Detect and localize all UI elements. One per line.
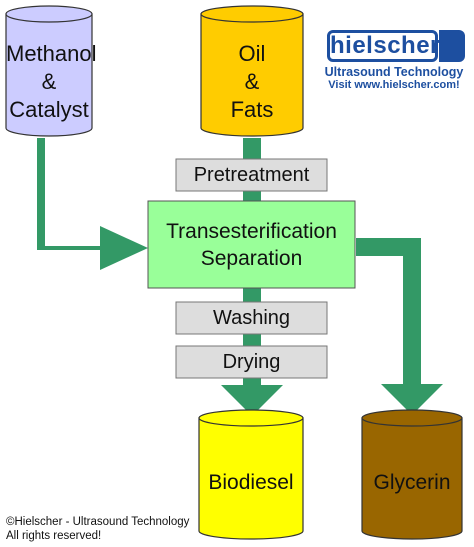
footer-copyright: ©Hielscher - Ultrasound Technology <box>6 516 190 528</box>
glycerin-label: Glycerin <box>373 471 451 494</box>
biodiesel-label: Biodiesel <box>208 471 294 494</box>
cylinder-oil <box>200 5 304 137</box>
cylinder-biodiesel-top <box>198 409 304 427</box>
cylinder-methanol-top <box>5 5 93 23</box>
oil-label: Oil & Fats <box>201 40 303 124</box>
logo-wordmark: hielscher <box>327 30 439 62</box>
methanol-label-line2: & <box>41 69 57 94</box>
pretreatment-label: Pretreatment <box>193 164 310 186</box>
methanol-label-line1: Methanol <box>6 41 97 66</box>
cylinder-methanol-body <box>5 13 93 137</box>
methanol-label: Methanol & Catalyst <box>6 40 97 124</box>
arrow-reaction-to-glycerin <box>356 238 443 415</box>
oil-label-line1: Oil <box>238 41 266 66</box>
hielscher-logo: hielscher Ultrasound Technology Visit ww… <box>321 28 467 92</box>
cylinder-oil-top <box>200 5 304 23</box>
box-pretreatment <box>175 158 328 192</box>
logo-tab-shape <box>439 30 465 62</box>
cylinder-biodiesel <box>198 409 304 540</box>
logo-tagline: Ultrasound Technology <box>324 65 464 79</box>
logo-url: Visit www.hielscher.com! <box>328 79 460 91</box>
cylinder-methanol <box>5 5 93 137</box>
washing-label: Washing <box>212 307 291 329</box>
drying-label: Drying <box>222 351 281 373</box>
cylinder-glycerin-body <box>361 417 463 540</box>
methanol-label-line3: Catalyst <box>9 97 89 122</box>
reaction-label-line1: Transesterification <box>166 220 337 243</box>
cylinder-glycerin-top <box>361 409 463 427</box>
cylinder-biodiesel-body <box>198 417 304 540</box>
arrow-to-biodiesel <box>221 372 283 416</box>
arrow-methanol-to-reaction <box>37 138 148 270</box>
box-washing <box>175 301 328 335</box>
cylinder-oil-body <box>200 13 304 137</box>
reaction-label-line2: Separation <box>200 247 303 270</box>
cylinder-glycerin <box>361 409 463 540</box>
oil-label-line3: Fats <box>230 97 274 122</box>
reaction-label: Transesterification Separation <box>148 218 355 272</box>
footer-rights: All rights reserved! <box>6 530 102 542</box>
oil-label-line2: & <box>244 69 260 94</box>
box-reaction <box>147 200 356 289</box>
box-drying <box>175 345 328 379</box>
